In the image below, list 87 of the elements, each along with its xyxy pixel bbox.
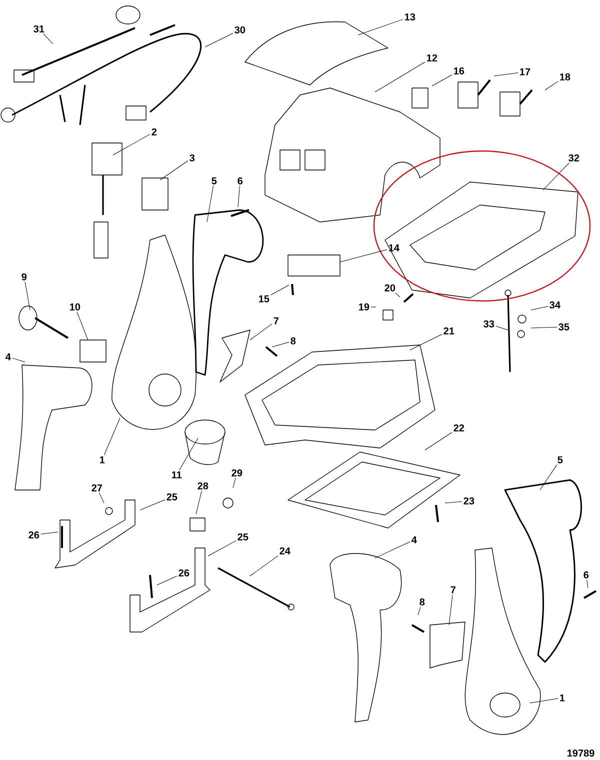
leader-line — [76, 312, 88, 340]
callout-number: 20 — [384, 284, 396, 292]
callout-number: 4 — [412, 536, 417, 544]
callout-number: 1 — [560, 694, 565, 702]
callout-number: 3 — [190, 154, 195, 162]
leader-line — [43, 34, 54, 44]
leader-line — [196, 490, 202, 514]
callout-number: 6 — [584, 571, 589, 578]
leader-line — [204, 33, 234, 48]
leader-line — [270, 284, 290, 296]
callout-number: 4 — [6, 353, 11, 360]
leader-line — [542, 162, 570, 190]
leader-line — [208, 540, 236, 556]
leader-line — [250, 324, 272, 340]
callout-number: 29 — [232, 469, 242, 476]
callout-number: 8 — [290, 337, 296, 344]
leader-line — [418, 606, 421, 616]
callout-number: 5 — [212, 177, 217, 184]
leader-line — [232, 478, 236, 488]
callout-number: 26 — [28, 531, 40, 538]
callout-number: 25 — [238, 533, 248, 540]
leader-line — [40, 532, 58, 534]
callout-number: 14 — [388, 244, 400, 252]
leader-line — [238, 186, 240, 208]
leader-line — [530, 326, 558, 328]
leader-line — [206, 185, 214, 222]
callout-number: 33 — [484, 320, 494, 328]
callout-number: 18 — [560, 73, 570, 80]
leader-line — [530, 306, 548, 310]
callout-number: 11 — [172, 471, 182, 478]
callout-number: 1 — [100, 456, 105, 464]
leader-line — [12, 358, 26, 362]
callout-number: 34 — [550, 301, 560, 308]
leader-line — [156, 576, 178, 586]
leader-line — [424, 432, 452, 450]
leader-line — [104, 418, 120, 456]
callout-number: 12 — [426, 54, 438, 62]
callout-number: 7 — [450, 586, 456, 594]
leader-line — [494, 72, 518, 76]
callout-number: 16 — [454, 67, 464, 74]
leader-line — [24, 282, 30, 310]
leader-line — [374, 62, 426, 92]
callout-number: 9 — [22, 273, 27, 280]
leader-line — [395, 292, 400, 298]
leader-line — [448, 594, 453, 626]
callout-number: 35 — [558, 323, 570, 330]
callout-number: 25 — [166, 493, 178, 500]
leader-line — [410, 334, 442, 350]
callout-number: 21 — [444, 327, 454, 334]
callout-number: 32 — [568, 154, 580, 162]
leader-line — [444, 501, 462, 504]
leader-line — [98, 492, 104, 504]
drawing-number: 19789 — [567, 750, 594, 757]
callout-number: 28 — [198, 482, 208, 490]
callout-number: 13 — [404, 13, 416, 20]
callout-number: 17 — [520, 68, 530, 76]
leader-line — [250, 555, 278, 576]
callout-number: 8 — [420, 598, 425, 606]
leader-line — [370, 306, 376, 308]
callout-number: 7 — [274, 317, 278, 324]
leader-line — [374, 541, 410, 558]
callout-number: 30 — [234, 26, 246, 34]
callout-number: 23 — [464, 497, 474, 504]
leader-line — [160, 160, 188, 180]
leader-line — [340, 249, 388, 262]
callout-number: 26 — [178, 569, 190, 576]
leader-line — [272, 342, 290, 348]
callout-number: 2 — [152, 128, 156, 136]
callout-number: 24 — [280, 547, 290, 554]
leader-line — [586, 580, 588, 588]
leader-line — [358, 19, 404, 36]
callout-number: 5 — [558, 456, 563, 464]
leader-line — [540, 464, 558, 490]
leader-line — [530, 698, 558, 704]
callout-number: 27 — [92, 484, 102, 492]
leader-line — [140, 499, 166, 510]
leader-line — [496, 326, 508, 330]
callout-number: 6 — [238, 177, 243, 184]
callout-number: 19 — [358, 303, 370, 310]
leader-line — [112, 134, 150, 156]
callout-number: 22 — [454, 424, 464, 432]
leader-line — [432, 74, 452, 86]
leader-line — [179, 438, 198, 470]
callout-number: 31 — [34, 25, 44, 32]
callout-number: 10 — [70, 303, 80, 310]
callout-number: 15 — [258, 295, 270, 302]
leader-line — [544, 81, 558, 90]
